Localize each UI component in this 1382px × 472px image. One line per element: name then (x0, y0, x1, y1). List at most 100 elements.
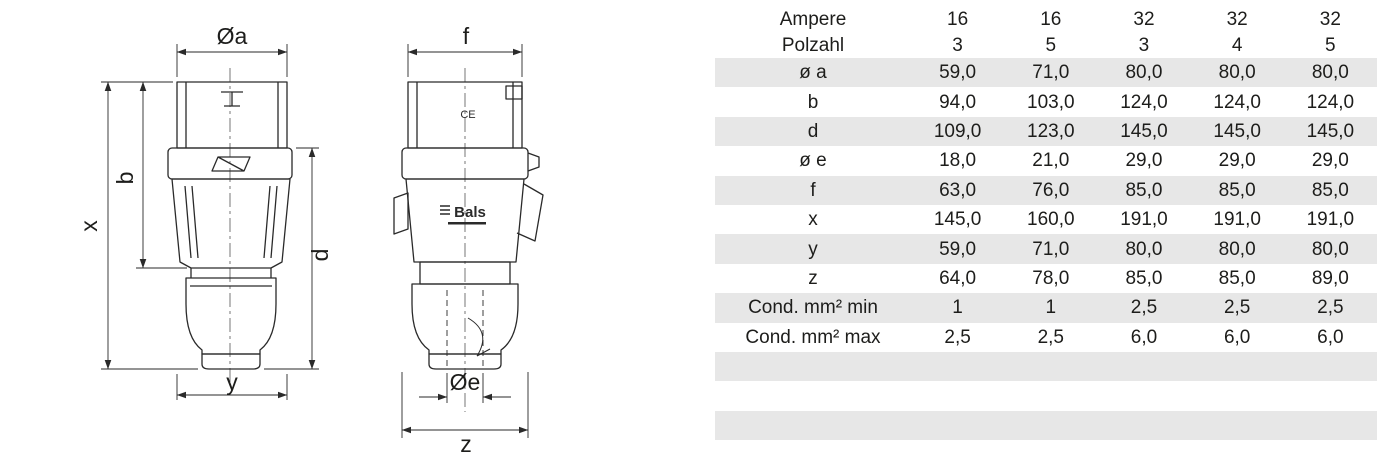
value-cell: 2,5 (1223, 297, 1251, 319)
dim-label-x: x (76, 220, 102, 232)
dim-label-f: f (463, 23, 470, 49)
dim-label-dia-e: Øe (450, 369, 481, 395)
value-cell: 1 (1045, 297, 1057, 319)
value-cell: 123,0 (1027, 120, 1075, 142)
centerlines (229, 68, 466, 412)
value-cell: 94,0 (939, 91, 977, 113)
value-cell: 2,5 (1130, 297, 1158, 319)
value-cell: 80,0 (1218, 238, 1256, 260)
value-cell: 191,0 (1306, 209, 1355, 231)
dim-label-b: b (112, 172, 138, 185)
brand-logo: Bals (454, 204, 486, 221)
row-label: Polzahl (781, 34, 845, 56)
dimension-labels: Øa x b d y f Øe z (76, 23, 480, 457)
value-cell: 59,0 (939, 238, 977, 260)
row-label: ø a (799, 62, 827, 84)
dim-label-d: d (307, 249, 333, 262)
row-label: x (808, 209, 818, 231)
value-cell: 1 (952, 297, 963, 319)
table-header-row: Ampere 16 16 32 32 32 (715, 6, 1377, 32)
value-cell: 124,0 (1120, 91, 1168, 113)
value-cell: 80,0 (1311, 62, 1349, 84)
brand-logo-bars (440, 205, 450, 215)
value-cell: 18,0 (939, 150, 977, 172)
value-cell: 32 (1226, 8, 1248, 30)
value-cell: 21,0 (1032, 150, 1070, 172)
drawing-area: CE Bals (76, 23, 544, 457)
value-cell: 76,0 (1032, 179, 1070, 201)
value-cell: 6,0 (1130, 326, 1158, 348)
value-cell: 85,0 (1125, 267, 1163, 289)
value-cell: 4 (1231, 34, 1243, 56)
markings: CE Bals (440, 109, 486, 225)
value-cell: 80,0 (1311, 238, 1349, 260)
value-cell: 85,0 (1218, 267, 1256, 289)
value-cell: 103,0 (1027, 91, 1075, 113)
table-row: b 94,0 103,0 124,0 124,0 124,0 (715, 87, 1377, 116)
value-cell: 63,0 (939, 179, 977, 201)
value-cell: 71,0 (1032, 62, 1070, 84)
technical-drawing: CE Bals (76, 23, 544, 457)
value-cell: 191,0 (1120, 209, 1168, 231)
value-cell: 2,5 (1317, 297, 1344, 319)
value-cell: 32 (1319, 8, 1341, 30)
value-cell: 80,0 (1218, 62, 1256, 84)
value-cell: 85,0 (1125, 179, 1163, 201)
value-cell: 29,0 (1311, 150, 1349, 172)
value-cell: 80,0 (1125, 238, 1163, 260)
value-cell: 32 (1133, 8, 1155, 30)
dimension-lines (101, 44, 529, 438)
value-cell: 145,0 (933, 209, 982, 231)
value-cell: 71,0 (1032, 238, 1070, 260)
value-cell: 85,0 (1311, 179, 1349, 201)
dim-label-y: y (226, 369, 238, 395)
ce-mark: CE (460, 109, 475, 121)
plug-side-view (393, 81, 544, 370)
value-cell: 124,0 (1213, 91, 1261, 113)
value-cell: 6,0 (1317, 326, 1344, 348)
row-label: z (808, 267, 818, 289)
value-cell: 145,0 (1306, 120, 1355, 142)
value-cell: 29,0 (1218, 150, 1256, 172)
value-cell: 59,0 (939, 62, 977, 84)
value-cell: 6,0 (1223, 326, 1251, 348)
value-cell: 3 (952, 34, 963, 56)
table-row: ø e 18,0 21,0 29,0 29,0 29,0 (715, 146, 1377, 175)
value-cell: 124,0 (1306, 91, 1355, 113)
value-cell: 78,0 (1032, 267, 1070, 289)
row-label: ø e (799, 150, 827, 172)
row-label: f (810, 179, 816, 201)
value-cell: 64,0 (939, 267, 977, 289)
value-cell: 191,0 (1213, 209, 1261, 231)
value-cell: 145,0 (1213, 120, 1261, 142)
value-cell: 109,0 (933, 120, 982, 142)
table-empty-row (715, 381, 1377, 410)
value-cell: 89,0 (1311, 267, 1349, 289)
row-label: y (808, 238, 818, 260)
value-cell: 2,5 (944, 326, 971, 348)
table-empty-row (715, 351, 1377, 382)
row-label: d (807, 120, 819, 142)
dim-label-z: z (460, 431, 472, 457)
table-empty-row (715, 410, 1377, 441)
value-cell: 16 (1040, 8, 1062, 30)
value-cell: 29,0 (1125, 150, 1163, 172)
row-label: b (807, 91, 819, 113)
plug-front-view (167, 81, 293, 370)
row-label: Ampere (779, 8, 847, 30)
value-cell: 16 (947, 8, 969, 30)
table-row: y 59,0 71,0 80,0 80,0 80,0 (715, 234, 1377, 264)
value-cell: 5 (1325, 34, 1336, 56)
table-row: z 64,0 78,0 85,0 85,0 89,0 (715, 264, 1377, 293)
value-cell: 2,5 (1037, 326, 1064, 348)
value-cell: 3 (1138, 34, 1150, 56)
